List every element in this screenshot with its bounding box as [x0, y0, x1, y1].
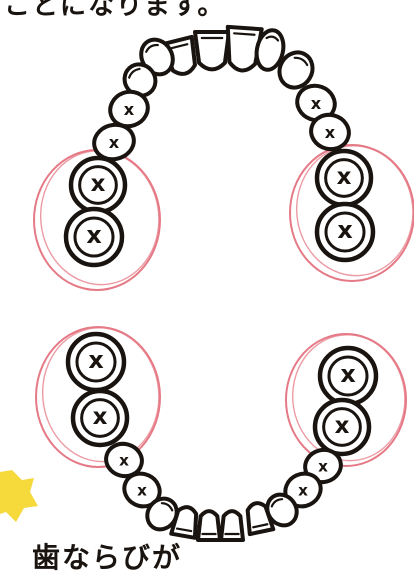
lower-premolar-left-second-mark: x [137, 482, 147, 500]
lower-premolar-left-first-mark: x [119, 452, 129, 470]
lower-molar-left-second-mark: x [88, 346, 103, 374]
upper-molar-left-first: x [71, 158, 125, 212]
lower-incisor-central-right [221, 511, 243, 540]
lower-premolar-right-first-mark: x [318, 458, 328, 476]
lower-molar-right-first-mark: x [335, 413, 350, 439]
upper-molar-right-second-mark: x [337, 216, 352, 244]
lower-premolar-right-second-mark: x [298, 482, 308, 500]
upper-premolar-left-second-mark: x [109, 133, 120, 152]
caption-top: ことになります。 [4, 0, 225, 22]
caption-bottom: 歯ならびが [32, 536, 182, 576]
upper-molar-left-first-mark: x [91, 171, 106, 197]
lower-incisor-central-left [198, 511, 220, 540]
upper-premolar-right-second-mark: x [325, 123, 336, 142]
dental-diagram: ことになります。 xxxxxxxxxxxxxxxx 歯ならびが [0, 0, 414, 563]
upper-molar-right-first: x [317, 151, 371, 205]
upper-incisor-central-left [195, 32, 229, 69]
lower-molar-right-second-mark: x [340, 360, 355, 388]
lower-molar-right-second: x [320, 348, 376, 404]
upper-molar-right-first-mark: x [337, 164, 352, 190]
upper-premolar-right-first-mark: x [311, 94, 322, 113]
yellow-star [0, 470, 38, 522]
lower-molar-left-first-mark: x [93, 404, 108, 430]
upper-molar-right-second: x [317, 204, 373, 260]
lower-molar-right-first: x [315, 400, 369, 454]
lower-molar-left-first: x [73, 391, 127, 445]
lower-molar-left-second: x [68, 334, 124, 390]
upper-molar-left-second: x [66, 209, 122, 265]
upper-premolar-left-first-mark: x [124, 100, 135, 119]
upper-molar-left-second-mark: x [86, 221, 101, 249]
